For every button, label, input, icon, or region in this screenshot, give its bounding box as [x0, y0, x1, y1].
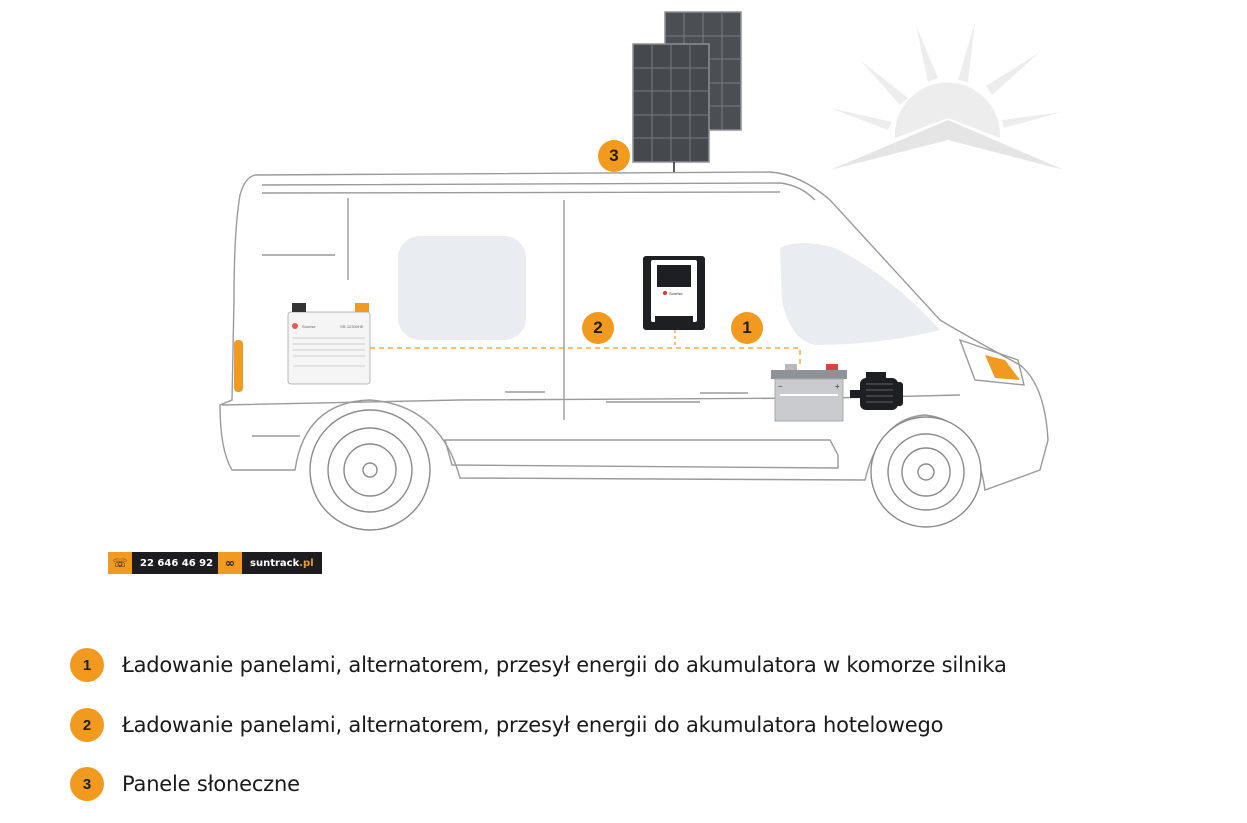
rear-wheel	[309, 409, 431, 531]
phone-contact[interactable]: ☏ 22 646 46 92	[108, 552, 222, 574]
phone-number: 22 646 46 92	[140, 557, 214, 569]
badge-3: 3	[598, 140, 630, 172]
charge-controller: Sunrise	[643, 256, 705, 330]
legend-label: Panele słoneczne	[122, 772, 300, 796]
phone-icon: ☏	[108, 552, 132, 574]
front-wheel	[870, 416, 982, 528]
svg-text:+: +	[835, 382, 840, 391]
legend-label: Ładowanie panelami, alternatorem, przesy…	[122, 713, 944, 737]
legend-item-1: 1 Ładowanie panelami, alternatorem, prze…	[70, 648, 1007, 682]
site-tld: .pl	[299, 557, 314, 569]
legend-label: Ładowanie panelami, alternatorem, przesy…	[122, 653, 1007, 677]
sun-icon	[830, 22, 1064, 170]
side-window	[398, 236, 526, 340]
svg-text:−: −	[778, 382, 783, 391]
link-icon: ∞	[218, 552, 242, 574]
controller-brand: Sunrise	[669, 291, 683, 296]
badge-1: 1	[731, 312, 763, 344]
site-name: suntrack	[250, 557, 300, 569]
solar-panels	[632, 11, 742, 163]
battery-brand: Sunrise	[302, 324, 316, 329]
legend-item-3: 3 Panele słoneczne	[70, 767, 300, 801]
legend-number: 3	[70, 767, 104, 801]
alternator-icon	[850, 372, 903, 410]
legend-number: 2	[70, 708, 104, 742]
website-link[interactable]: ∞ suntrack.pl	[218, 552, 322, 574]
van-solar-diagram: Sunrise SR-12300HE Sunrise − +	[219, 11, 1064, 531]
rear-light	[234, 340, 243, 392]
battery-model: SR-12300HE	[340, 324, 364, 329]
legend-number: 1	[70, 648, 104, 682]
starter-battery: − +	[771, 364, 847, 422]
badge-2: 2	[582, 312, 614, 344]
front-window	[780, 243, 940, 345]
headlight	[985, 355, 1020, 380]
house-battery: Sunrise SR-12300HE	[287, 303, 371, 385]
legend-item-2: 2 Ładowanie panelami, alternatorem, prze…	[70, 708, 943, 742]
